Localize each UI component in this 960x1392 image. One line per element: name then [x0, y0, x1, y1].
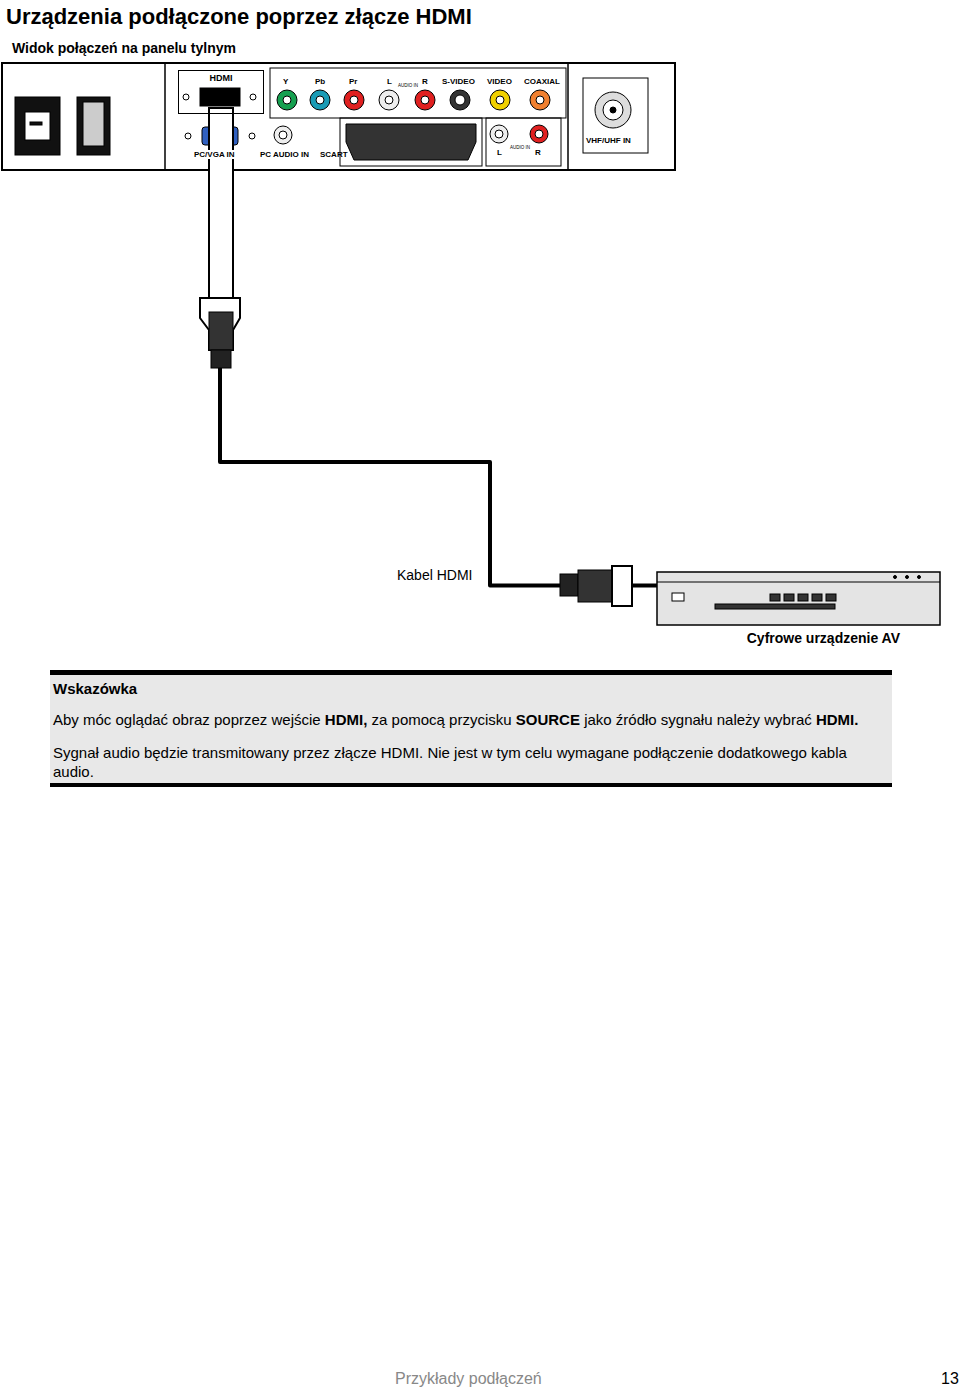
page-title: Urządzenia podłączone poprzez złącze HDM…: [6, 4, 472, 29]
port-label: COAXIAL: [524, 77, 560, 86]
note-text: Aby móc oglądać obraz poprzez wejście HD…: [53, 710, 888, 729]
av-device: Cyfrowe urządzenie AV: [657, 572, 940, 625]
port-label: VHF/UHF IN: [586, 136, 631, 145]
note-text: Sygnał audio będzie transmitowany przez …: [53, 743, 888, 781]
port-label: S-VIDEO: [442, 77, 475, 86]
port-label: HDMI: [179, 73, 263, 83]
footer-text: Przykłady podłączeń: [395, 1370, 542, 1388]
port-label: SCART: [320, 150, 348, 159]
port-label: L: [497, 148, 502, 157]
device-label: Cyfrowe urządzenie AV: [747, 630, 900, 646]
port-label: PC AUDIO IN: [260, 150, 309, 159]
cable-label: Kabel HDMI: [397, 567, 472, 583]
port-label: PC/VGA IN: [194, 150, 235, 159]
hdmi-port-section: HDMI: [178, 70, 264, 114]
port-label: Y: [283, 77, 288, 86]
port-label: Pb: [315, 77, 325, 86]
page-number: 13: [941, 1370, 959, 1388]
port-label: L: [387, 77, 392, 86]
note-box: WskazówkaAby móc oglądać obraz poprzez w…: [50, 670, 892, 787]
port-label: Pr: [349, 77, 357, 86]
hdmi-cable: [220, 114, 657, 586]
port-label: R: [422, 77, 428, 86]
port-label: VIDEO: [487, 77, 512, 86]
port-label: AUDIO IN: [510, 145, 530, 150]
port-label: R: [535, 148, 541, 157]
subtitle: Widok połączeń na panelu tylnym: [12, 40, 236, 56]
port-label: AUDIO IN: [398, 83, 418, 88]
note-heading: Wskazówka: [53, 679, 888, 698]
